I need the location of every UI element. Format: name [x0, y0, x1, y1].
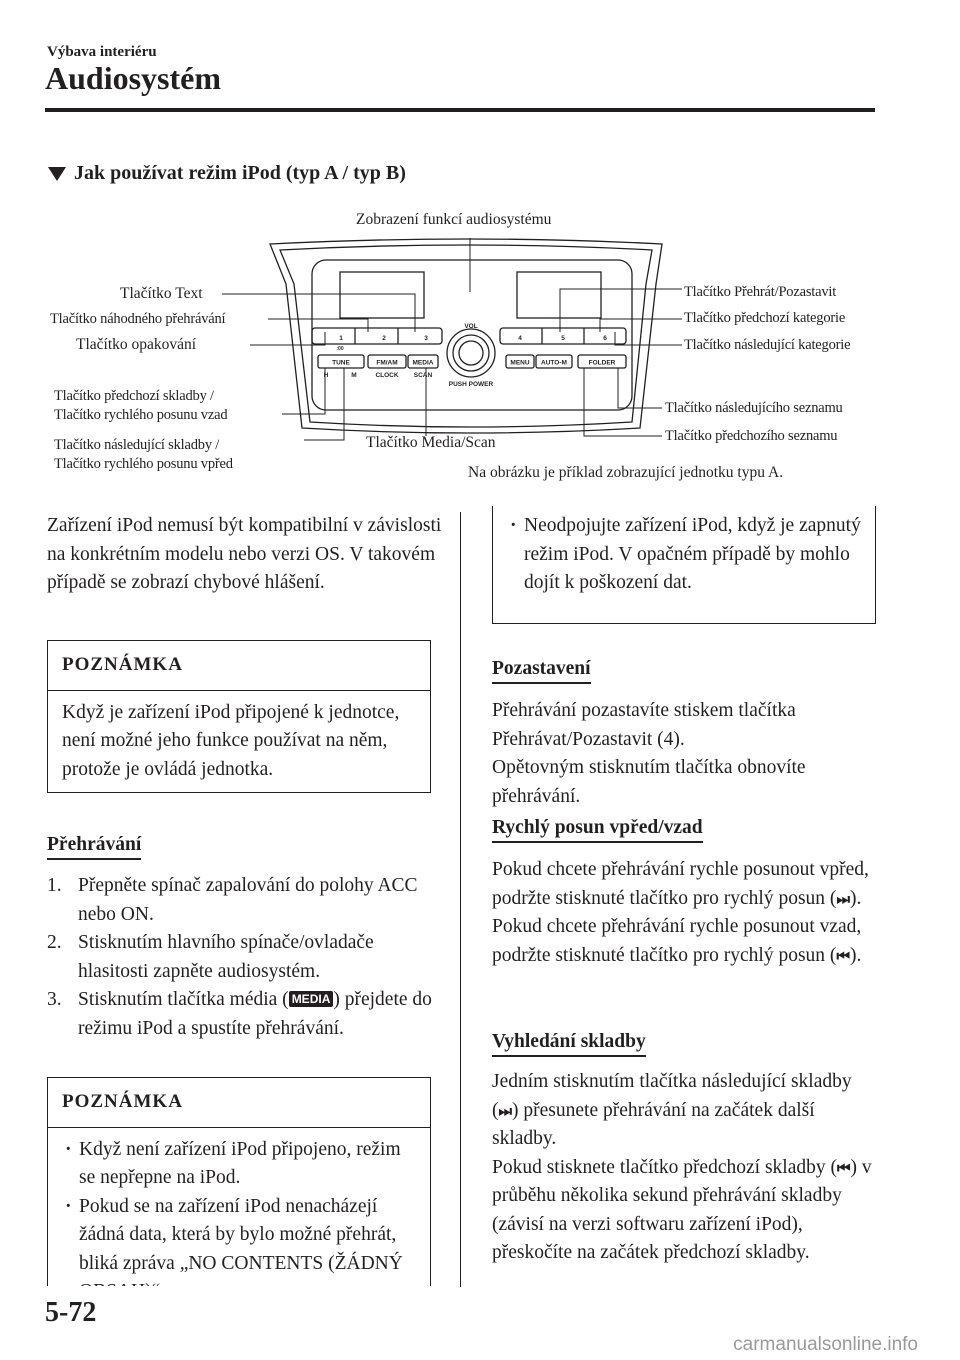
ff-p2-pre: Pokud chcete přehrávání rychle posunout …: [492, 916, 862, 966]
menu-label: MENU: [510, 360, 529, 367]
label-next-category: Tlačítko následující kategorie: [684, 337, 851, 353]
note-box-2: POZNÁMKA Když není zařízení iPod připoje…: [47, 1077, 431, 1286]
ff-p2-post: ).: [849, 944, 862, 966]
pause-paragraph-1: Přehrávání pozastavíte stiskem tlačítka …: [492, 700, 796, 750]
label-random-button: Tlačítko náhodného přehrávání: [50, 311, 226, 327]
note-continued-box: Neodpojujte zařízení iPod, když je zapnu…: [492, 506, 876, 624]
label-prev-list: Tlačítko předchozího seznamu: [665, 428, 838, 444]
label-media-scan: Tlačítko Media/Scan: [366, 434, 496, 451]
search-p1-post: ) přesunete přehrávání na začátek další …: [492, 1099, 815, 1150]
track-search-section: Vyhledání skladby: [492, 1031, 882, 1057]
pause-heading: Pozastavení: [492, 658, 591, 684]
prev-track-icon: ⏮: [836, 1158, 851, 1177]
search-p1-pre: Jedním stisknutím tlačítka následující s…: [492, 1071, 852, 1121]
step-2-number: 2.: [47, 932, 62, 953]
page-title: Audiosystém: [45, 60, 222, 96]
track-search-paragraph-1: Jedním stisknutím tlačítka následující s…: [492, 1068, 880, 1154]
track-search-heading: Vyhledání skladby: [492, 1031, 646, 1057]
fast-forward-text: Pokud chcete přehrávání rychle posunout …: [492, 856, 880, 970]
column-divider: [460, 512, 461, 1287]
label-prev-track-2: Tlačítko rychlého posunu vzad: [54, 407, 228, 423]
note-2-item-1: Když není zařízení iPod připojeno, režim…: [62, 1136, 416, 1193]
label-prev-category: Tlačítko předchozí kategorie: [684, 310, 846, 326]
preset-2-label: 2: [382, 335, 386, 342]
pause-section: Pozastavení: [492, 658, 882, 684]
note-continued-item: Neodpojujte zařízení iPod, když je zapnu…: [507, 512, 870, 598]
fast-forward-section: Rychlý posun vpřed/vzad: [492, 817, 882, 843]
fast-forward-heading: Rychlý posun vpřed/vzad: [492, 817, 703, 843]
folder-label: FOLDER: [589, 360, 616, 367]
label-display: Zobrazení funkcí audiosystému: [356, 211, 552, 228]
rewind-icon: ⏮: [836, 946, 850, 965]
step-3-text-post: ) přejdete do režimu iPod a spustíte pře…: [78, 989, 432, 1039]
page-number: 5-72: [45, 1297, 97, 1328]
clock-label: CLOCK: [375, 372, 398, 379]
step-1-text: Přepněte spínač zapalování do polohy ACC…: [78, 875, 418, 925]
media-label: MEDIA: [413, 360, 434, 367]
note-1-heading: POZNÁMKA: [48, 641, 430, 691]
audio-unit-figure: 1 2 3 4 5 6 :00 VOL PUSH POWER TUNE FM/A…: [0, 200, 960, 500]
note-2-heading: POZNÁMKA: [48, 1078, 430, 1128]
playback-steps: 1. Přepněte spínač zapalování do polohy A…: [47, 872, 442, 1043]
triangle-icon: [48, 167, 66, 182]
chapter-title: Výbava interiéru: [47, 44, 157, 60]
fast-forward-icon: ⏭: [836, 889, 850, 908]
pause-text: Přehrávání pozastavíte stiskem tlačítka …: [492, 697, 882, 811]
scan-label: SCAN: [414, 372, 433, 379]
note-box-1: POZNÁMKA Když je zařízení iPod připojené…: [47, 640, 431, 793]
h-label: H: [324, 372, 329, 379]
push-power-label: PUSH POWER: [449, 381, 494, 388]
label-repeat-button: Tlačítko opakování: [76, 336, 197, 353]
step-3: 3. Stisknutím tlačítka média (MEDIA) přej…: [47, 986, 442, 1043]
intro-paragraph: Zařízení iPod nemusí být kompatibilní v …: [47, 515, 442, 593]
section-heading: Jak používat režim iPod (typ A / typ B): [48, 162, 406, 185]
preset-6-label: 6: [603, 335, 607, 342]
playback-section: Přehrávání: [47, 834, 447, 860]
label-next-list: Tlačítko následujícího seznamu: [665, 400, 843, 416]
note-1-body: Když je zařízení iPod připojené k jednot…: [62, 701, 400, 780]
playback-heading: Přehrávání: [47, 834, 142, 860]
label-next-track-1: Tlačítko následující skladby /: [54, 437, 220, 453]
tune-label: TUNE: [332, 360, 350, 367]
step-3-text-pre: Stisknutím tlačítka média (: [78, 989, 289, 1010]
m-label: M: [351, 372, 356, 379]
section-heading-text: Jak používat režim iPod (typ A / typ B): [74, 162, 406, 184]
note-2-item-2: Pokud se na zařízení iPod nenacházejí žá…: [62, 1193, 416, 1287]
fast-forward-paragraph-2: Pokud chcete přehrávání rychle posunout …: [492, 913, 880, 970]
fm-am-label: FM/AM: [376, 360, 397, 367]
preset-3-label: 3: [424, 335, 428, 342]
step-1: 1. Přepněte spínač zapalování do polohy A…: [47, 872, 442, 929]
step-2: 2. Stisknutím hlavního spínače/ovladače h…: [47, 929, 442, 986]
media-button-icon: MEDIA: [288, 991, 334, 1007]
vol-label: VOL: [464, 323, 477, 330]
track-search-paragraph-2: Pokud stisknete tlačítko předchozí sklad…: [492, 1154, 880, 1268]
label-prev-track-1: Tlačítko předchozí skladby /: [54, 388, 214, 404]
label-text-button: Tlačítko Text: [120, 285, 203, 302]
label-next-track-2: Tlačítko rychlého posunu vpřed: [54, 456, 233, 472]
note-2-body: Když není zařízení iPod připojeno, režim…: [48, 1128, 430, 1287]
track-search-text: Jedním stisknutím tlačítka následující s…: [492, 1068, 880, 1268]
watermark: carmanualsonline.info: [733, 1334, 918, 1355]
preset-1-label: 1: [339, 335, 343, 342]
step-1-number: 1.: [47, 875, 62, 896]
search-p2-pre: Pokud stisknete tlačítko předchozí sklad…: [492, 1156, 837, 1178]
auto-m-label: AUTO-M: [541, 360, 567, 367]
ff-p1-pre: Pokud chcete přehrávání rychle posunout …: [492, 859, 869, 909]
step-3-number: 3.: [47, 989, 62, 1010]
pause-paragraph-2: Opětovným stisknutím tlačítka obnovíte p…: [492, 757, 806, 807]
step-2-text: Stisknutím hlavního spínače/ovladače hla…: [78, 932, 374, 982]
figure-caption: Na obrázku je příklad zobrazující jednot…: [468, 464, 784, 481]
audio-unit-diagram: 1 2 3 4 5 6 :00 VOL PUSH POWER TUNE FM/A…: [222, 238, 682, 441]
preset-4-label: 4: [518, 335, 522, 342]
next-track-icon: ⏭: [498, 1101, 513, 1120]
title-divider: [45, 108, 875, 112]
preset-5-label: 5: [561, 335, 565, 342]
zero-label: :00: [336, 346, 343, 352]
label-play-pause: Tlačítko Přehrát/Pozastavit: [684, 284, 837, 300]
ff-p1-post: ).: [849, 887, 862, 909]
search-p2-post: ) v průběhu několika sekund přehrávání s…: [492, 1156, 872, 1264]
fast-forward-paragraph-1: Pokud chcete přehrávání rychle posunout …: [492, 856, 880, 913]
